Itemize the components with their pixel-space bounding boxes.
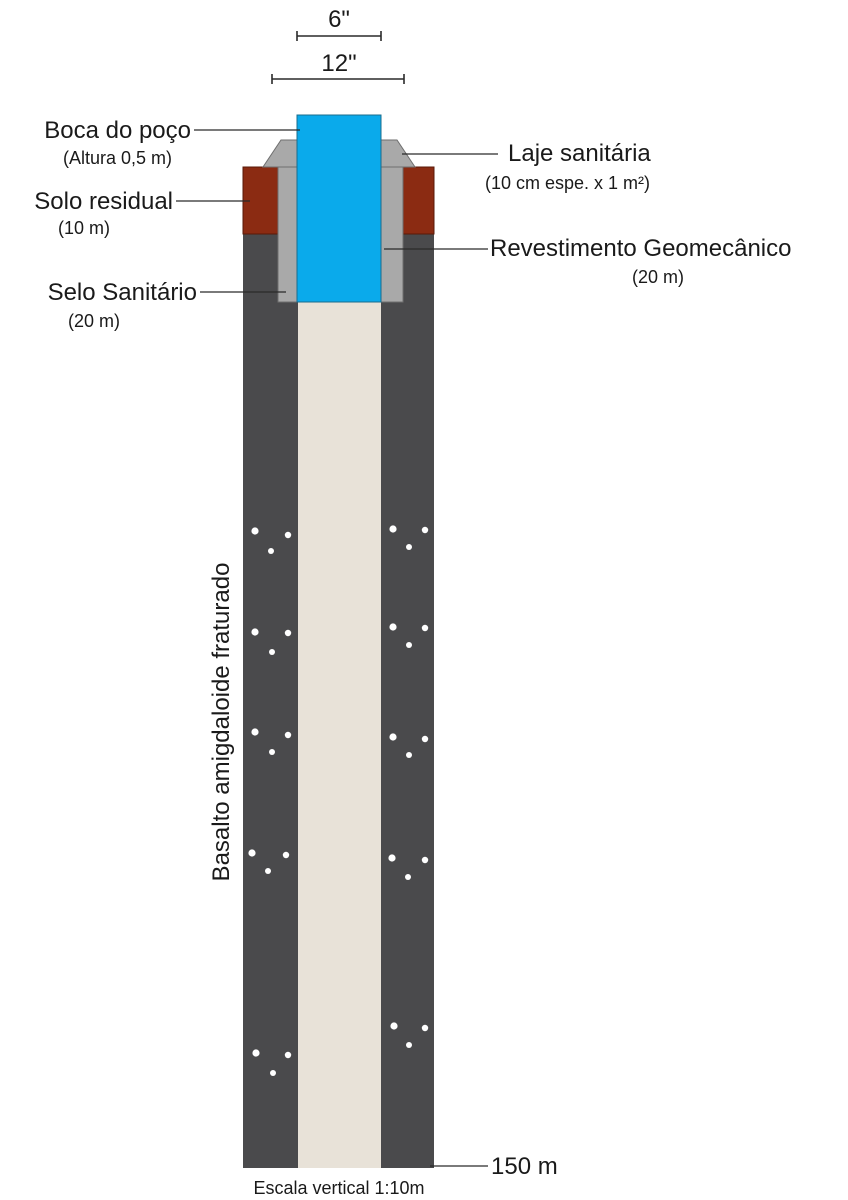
label-depth: 150 m: [491, 1153, 558, 1180]
label-boca-sub: (Altura 0,5 m): [63, 148, 172, 168]
label-selo-title: Selo Sanitário: [48, 279, 197, 306]
label-scale: Escala vertical 1:10m: [253, 1178, 424, 1198]
sanitary-seal-right: [380, 166, 404, 303]
label-laje-sub: (10 cm espe. x 1 m²): [485, 173, 650, 193]
label-solo-title: Solo residual: [34, 188, 173, 215]
label-solo-sub: (10 m): [58, 218, 110, 238]
label-revest-title: Revestimento Geomecânico: [490, 235, 791, 262]
geomechanical-casing: [296, 114, 382, 303]
dimension-12-label: 12": [321, 50, 356, 77]
sanitary-seal-left: [277, 166, 299, 303]
vesicle-marks: [248, 525, 429, 1076]
label-boca-title: Boca do poço: [44, 117, 191, 144]
label-laje-title: Laje sanitária: [508, 140, 651, 167]
dimension-12-inch: 12": [271, 50, 405, 84]
label-revest-sub: (20 m): [632, 267, 684, 287]
sanitary-slab-left: [262, 139, 298, 168]
borehole-open-hole: [298, 302, 381, 1168]
label-rock-vertical: Basalto amigdaloide fraturado: [208, 563, 235, 882]
dimension-6-inch: 6": [296, 6, 382, 41]
label-selo-sub: (20 m): [68, 311, 120, 331]
residual-soil-right: [402, 166, 435, 235]
dimension-6-label: 6": [328, 6, 350, 33]
